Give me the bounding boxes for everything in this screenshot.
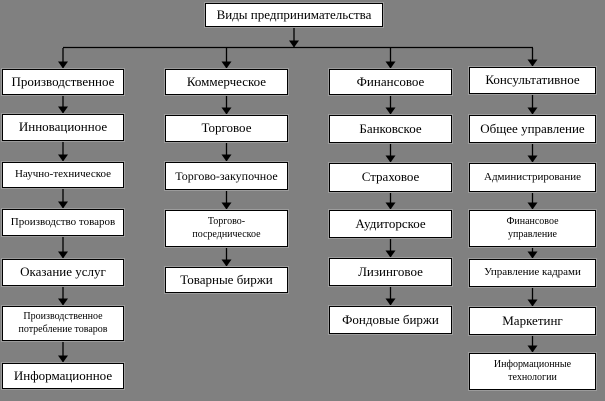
node-audit: Аудиторское [329, 210, 452, 238]
node-trade: Торговое [165, 115, 288, 142]
node-financial-management: Финансовое управление [469, 210, 596, 247]
node-general-management: Общее управление [469, 115, 596, 143]
connector-group [58, 27, 538, 363]
node-consultative: Консультативное [469, 67, 596, 94]
node-insurance: Страховое [329, 163, 452, 192]
node-stock-exchanges: Фондовые биржи [329, 306, 452, 334]
node-production-consumption: Производственное потребление товаров [2, 306, 124, 341]
node-services: Оказание услуг [2, 259, 124, 286]
node-innovative: Инновационное [2, 114, 124, 141]
node-root: Виды предпринимательства [205, 3, 383, 27]
node-goods-production: Производство товаров [2, 209, 124, 236]
node-commodity-exchanges: Товарные биржи [165, 267, 288, 293]
node-trade-purchasing: Торгово-закупочное [165, 162, 288, 190]
node-banking: Банковское [329, 115, 452, 143]
node-financial: Финансовое [329, 69, 452, 95]
node-leasing: Лизинговое [329, 258, 452, 286]
node-informational: Информационное [2, 363, 124, 389]
node-information-technology: Информационные технологии [469, 353, 596, 390]
node-hr-management: Управление кадрами [469, 259, 596, 287]
node-production: Производственное [2, 69, 124, 95]
node-scientific-technical: Научно-техническое [2, 162, 124, 188]
node-marketing: Маркетинг [469, 307, 596, 335]
node-administration: Администрирование [469, 163, 596, 192]
node-commercial: Коммерческое [165, 69, 288, 95]
node-trade-intermediary: Торгово- посредническое [165, 210, 288, 247]
